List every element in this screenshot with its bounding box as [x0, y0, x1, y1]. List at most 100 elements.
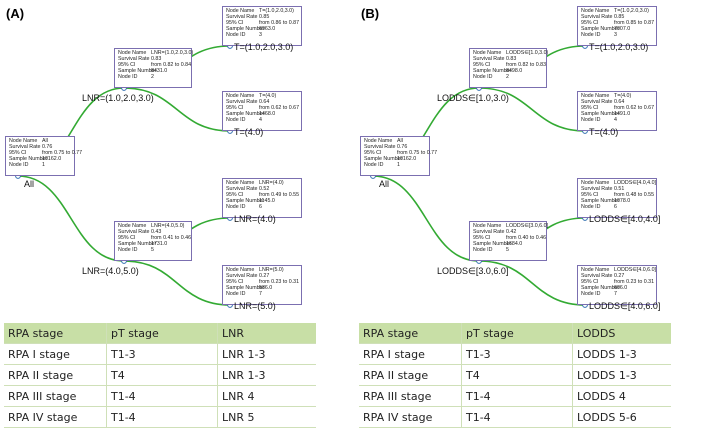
- node-field-label: Node Name: [9, 138, 38, 144]
- edge-label: LODDS∈[4.0,6.0]: [589, 301, 661, 311]
- table-header-cell: RPA stage: [4, 323, 107, 344]
- node-field-label: 95% CI: [118, 235, 136, 242]
- node-field-value: T=(4.0): [614, 93, 632, 99]
- node-field-value: 1: [397, 162, 400, 169]
- node-field-label: Survival Rate: [581, 186, 613, 193]
- node-field-label: 95% CI: [118, 62, 136, 69]
- table-cell: RPA IV stage: [359, 406, 462, 428]
- node-field-value: 0.43: [151, 229, 162, 236]
- node-field-value: 0.83: [506, 56, 517, 63]
- node-field-label: Node Name: [581, 8, 610, 14]
- node-field-label: Node Name: [581, 267, 610, 273]
- node-field-label: Node Name: [226, 93, 255, 99]
- node-field-value: 7007.0: [614, 26, 631, 33]
- node-field-label: 95% CI: [226, 20, 244, 27]
- node-field-value: from 0.75 to 0.77: [42, 150, 83, 157]
- node-field-value: 2: [506, 74, 509, 81]
- node-field-label: 95% CI: [226, 192, 244, 199]
- table-cell: T1-4: [106, 406, 218, 428]
- node-field-value: from 0.23 to 0.31: [614, 279, 655, 286]
- tree-edge: [478, 87, 586, 132]
- node-field-value: from 0.82 to 0.84: [151, 62, 192, 69]
- node-field-value: LNR=(5.0): [259, 267, 284, 273]
- node-field-value: LODDS∈[4.0,4.0]: [614, 180, 657, 186]
- node-field-label: 95% CI: [364, 150, 382, 157]
- node-field-value: 1684.0: [506, 241, 523, 248]
- node-field-value: 586.0: [259, 285, 273, 292]
- edge-label: LODDS∈[1.0,3.0): [437, 93, 509, 103]
- node-field-label: Survival Rate: [226, 186, 258, 193]
- node-field-value: 6963.0: [259, 26, 276, 33]
- node-field-label: Survival Rate: [118, 56, 150, 63]
- node-field-value: 4: [614, 117, 617, 124]
- node-field-value: 1078.0: [614, 198, 631, 205]
- node-field-label: Node ID: [473, 74, 493, 81]
- node-field-label: Survival Rate: [226, 273, 258, 280]
- table-cell: LODDS 1-3: [572, 343, 671, 365]
- node-field-label: Node ID: [226, 204, 246, 211]
- node-field-value: 7: [614, 291, 617, 298]
- node-field-value: LNR=(4.0): [259, 180, 284, 186]
- node-field-label: Survival Rate: [473, 229, 505, 236]
- node-field-value: from 0.62 to 0.67: [259, 105, 300, 112]
- node-field-value: from 0.62 to 0.67: [614, 105, 655, 112]
- node-field-value: LODDS∈[1.0,3.0): [506, 50, 549, 56]
- node-field-label: Node Name: [473, 223, 502, 229]
- node-field-value: from 0.48 to 0.55: [614, 192, 655, 199]
- tree-edge: [123, 260, 231, 306]
- node-field-label: Survival Rate: [581, 273, 613, 280]
- node-field-label: 95% CI: [581, 192, 599, 199]
- node-field-label: Sample Number: [473, 68, 512, 75]
- node-field-label: Node ID: [226, 291, 246, 298]
- node-field-label: Sample Number: [581, 285, 620, 292]
- table-cell: RPA IV stage: [4, 406, 107, 428]
- table-cell: LNR 5: [217, 406, 316, 428]
- node-field-value: 4: [259, 117, 262, 124]
- node-field: 95% CI from 0.62 to 0.67: [581, 105, 655, 112]
- node-field-value: 5: [506, 247, 509, 254]
- node-field-label: Node ID: [364, 162, 384, 169]
- node-field-label: Survival Rate: [9, 144, 41, 151]
- node-field-value: LNR=(1.0,2.0,3.0): [151, 50, 194, 56]
- node-field-label: Node ID: [118, 74, 138, 81]
- node-field-value: 6: [259, 204, 262, 211]
- node-field-value: 0.42: [506, 229, 517, 236]
- node-field-label: Survival Rate: [364, 144, 396, 151]
- node-field-value: 0.64: [614, 99, 625, 106]
- tree-edge: [123, 87, 231, 132]
- edge-label: LNR=(1.0,2.0,3.0): [82, 93, 154, 103]
- table-header-cell: LNR: [217, 323, 316, 344]
- node-field-value: 0.76: [42, 144, 53, 151]
- node-field-label: Node ID: [118, 247, 138, 254]
- node-field-label: 95% CI: [581, 105, 599, 112]
